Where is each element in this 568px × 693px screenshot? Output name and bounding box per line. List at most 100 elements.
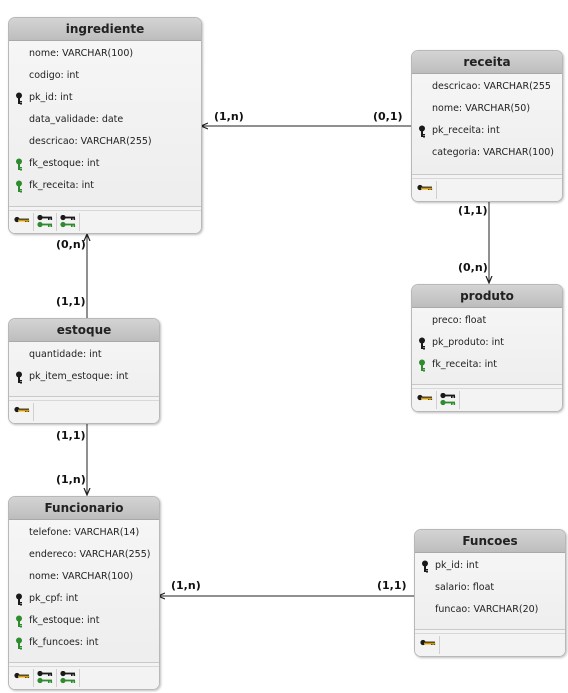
index-footer — [412, 174, 562, 201]
entity-estoque[interactable]: estoque quantidade: int pk_item_estoque: … — [8, 318, 160, 424]
index-footer — [412, 384, 562, 411]
foreign-key-index-icon[interactable] — [34, 669, 57, 687]
card-receita-produto: (1,1) — [458, 204, 488, 217]
field-label: salario: float — [435, 582, 495, 593]
primary-key-index-icon[interactable] — [11, 403, 34, 421]
foreign-key-icon — [15, 180, 23, 193]
field-row: descricao: VARCHAR(255 — [412, 76, 562, 98]
field-row: fk_estoque: int — [9, 153, 201, 175]
field-label: nome: VARCHAR(50) — [432, 103, 531, 114]
primary-key-icon — [15, 593, 23, 606]
entity-ingrediente[interactable]: ingrediente nome: VARCHAR(100) codigo: in… — [8, 17, 202, 234]
field-row: nome: VARCHAR(50) — [412, 98, 562, 120]
field-label: categoria: VARCHAR(100) — [432, 147, 554, 158]
field-row: pk_receita: int — [412, 120, 562, 142]
foreign-key-index-icon[interactable] — [34, 213, 57, 231]
entity-produto[interactable]: produto preco: float pk_produto: int fk_re… — [411, 284, 563, 412]
field-row: endereco: VARCHAR(255) — [9, 544, 159, 566]
card-receita-ingrediente: (0,1) — [373, 110, 403, 123]
card-funcionario-estoque: (1,n) — [56, 473, 86, 486]
field-label: descricao: VARCHAR(255) — [29, 136, 152, 147]
index-footer — [9, 396, 159, 423]
field-list: pk_id: int salario: float funcao: VARCHAR(… — [415, 553, 565, 621]
field-label: nome: VARCHAR(100) — [29, 48, 134, 59]
field-row: data_validade: date — [9, 109, 201, 131]
primary-key-index-icon[interactable] — [414, 181, 437, 199]
primary-key-index-icon[interactable] — [414, 391, 437, 409]
foreign-key-icon — [15, 637, 23, 650]
card-estoque-funcionario: (1,1) — [56, 429, 86, 442]
foreign-key-index-icon[interactable] — [57, 669, 80, 687]
primary-key-index-icon[interactable] — [11, 669, 34, 687]
primary-key-icon — [418, 125, 426, 138]
field-label: fk_funcoes: int — [29, 637, 99, 648]
field-label: endereco: VARCHAR(255) — [29, 549, 151, 560]
entity-title: Funcoes — [415, 530, 565, 553]
foreign-key-index-icon[interactable] — [437, 391, 460, 409]
field-label: pk_id: int — [29, 92, 73, 103]
field-label: codigo: int — [29, 70, 80, 81]
field-row: categoria: VARCHAR(100) — [412, 142, 562, 164]
field-row: nome: VARCHAR(100) — [9, 43, 201, 65]
field-list: descricao: VARCHAR(255 nome: VARCHAR(50) p… — [412, 74, 562, 164]
primary-key-icon — [15, 371, 23, 384]
field-label: funcao: VARCHAR(20) — [435, 604, 539, 615]
field-label: pk_id: int — [435, 560, 479, 571]
field-row: nome: VARCHAR(100) — [9, 566, 159, 588]
card-produto-receita: (0,n) — [458, 261, 488, 274]
field-list: telefone: VARCHAR(14) endereco: VARCHAR(2… — [9, 520, 159, 654]
card-funcoes-funcionario: (1,1) — [377, 579, 407, 592]
entity-title: estoque — [9, 319, 159, 342]
foreign-key-icon — [15, 158, 23, 171]
field-label: quantidade: int — [29, 349, 102, 360]
field-label: fk_estoque: int — [29, 615, 100, 626]
field-label: data_validade: date — [29, 114, 124, 125]
card-ingrediente-estoque: (0,n) — [56, 238, 86, 251]
entity-title: receita — [412, 51, 562, 74]
index-footer — [9, 206, 201, 233]
foreign-key-index-icon[interactable] — [57, 213, 80, 231]
field-row: funcao: VARCHAR(20) — [415, 599, 565, 621]
field-row: pk_produto: int — [412, 332, 562, 354]
primary-key-icon — [421, 560, 429, 573]
entity-funcoes[interactable]: Funcoes pk_id: int salario: float funcao: … — [414, 529, 566, 657]
card-funcionario-funcoes: (1,n) — [171, 579, 201, 592]
field-row: quantidade: int — [9, 344, 159, 366]
field-label: pk_cpf: int — [29, 593, 79, 604]
entity-funcionario[interactable]: Funcionario telefone: VARCHAR(14) enderec… — [8, 496, 160, 690]
foreign-key-icon — [418, 359, 426, 372]
field-label: pk_receita: int — [432, 125, 500, 136]
field-row: descricao: VARCHAR(255) — [9, 131, 201, 153]
field-label: pk_produto: int — [432, 337, 505, 348]
entity-title: Funcionario — [9, 497, 159, 520]
field-label: preco: float — [432, 315, 487, 326]
primary-key-index-icon[interactable] — [417, 636, 440, 654]
field-list: preco: float pk_produto: int fk_receita: i… — [412, 308, 562, 376]
field-list: quantidade: int pk_item_estoque: int — [9, 342, 159, 388]
primary-key-index-icon[interactable] — [11, 213, 34, 231]
field-row: fk_funcoes: int — [9, 632, 159, 654]
field-label: pk_item_estoque: int — [29, 371, 129, 382]
primary-key-icon — [15, 92, 23, 105]
field-label: telefone: VARCHAR(14) — [29, 527, 140, 538]
card-ingrediente-receita: (1,n) — [214, 110, 244, 123]
field-label: fk_receita: int — [432, 359, 497, 370]
card-estoque-ingrediente: (1,1) — [56, 295, 86, 308]
field-label: fk_estoque: int — [29, 158, 100, 169]
field-label: fk_receita: int — [29, 180, 94, 191]
field-row: codigo: int — [9, 65, 201, 87]
entity-title: produto — [412, 285, 562, 308]
field-row: fk_receita: int — [9, 175, 201, 197]
field-row: fk_receita: int — [412, 354, 562, 376]
field-label: descricao: VARCHAR(255 — [432, 81, 551, 92]
entity-receita[interactable]: receita descricao: VARCHAR(255 nome: VARC… — [411, 50, 563, 202]
field-list: nome: VARCHAR(100) codigo: int pk_id: int d… — [9, 41, 201, 197]
field-row: pk_cpf: int — [9, 588, 159, 610]
field-row: telefone: VARCHAR(14) — [9, 522, 159, 544]
entity-title: ingrediente — [9, 18, 201, 41]
primary-key-icon — [418, 337, 426, 350]
index-footer — [415, 629, 565, 656]
field-row: pk_id: int — [9, 87, 201, 109]
foreign-key-icon — [15, 615, 23, 628]
